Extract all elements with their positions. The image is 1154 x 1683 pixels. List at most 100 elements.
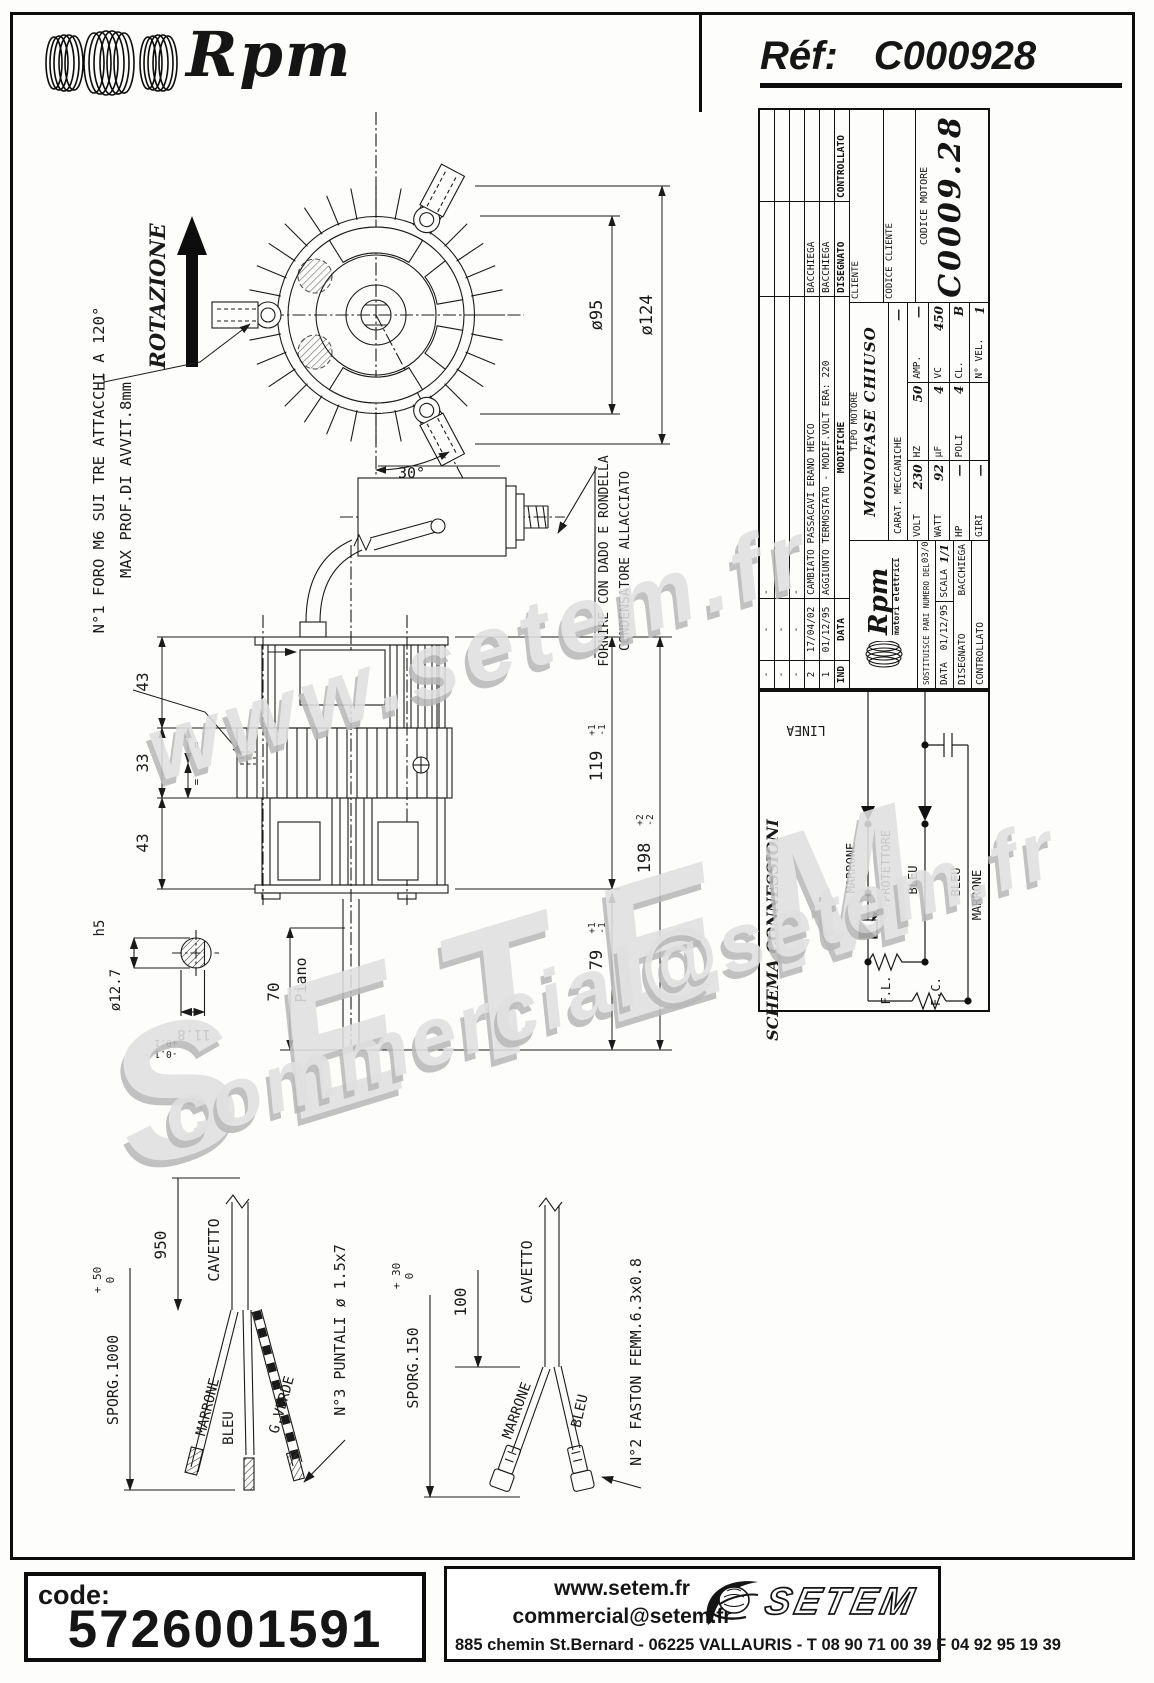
cable2-tol-z: 0 [403,1273,416,1280]
schema-marrone2: MARRONE [970,870,984,921]
dim-79: 79 [587,950,607,970]
tb-logo-cell: Rpm motori elettrici [850,541,919,688]
wiring-schema [858,692,972,1011]
tb-giri: GIRI— [970,460,991,540]
note-fornire: FORNIRE CON DADO E RONDELLA [597,455,612,666]
tb-codice-cliente: CODICE CLIENTE [884,110,916,302]
note-leaders [103,323,251,756]
schema-protettore: PROTETTORE [879,830,893,902]
cable1-tol-z: 0 [104,1277,117,1284]
cable1-cavetto: CAVETTO [205,1218,223,1281]
cable2-bleu: BLEU [569,1393,592,1429]
cable-drawing-left [124,1177,346,1491]
code-label: code: [38,1580,111,1610]
header-separator [699,12,702,112]
rpm-coil-logo-icon [45,30,178,96]
tb-cl: CL.B [949,302,971,382]
revision-row: - - - [760,110,775,688]
dim-119-tp: +1 [587,724,598,736]
schema-linea: LINEA [786,722,825,737]
reference-number: Réf: C000928 [760,34,1122,88]
tb-coil-icon [865,641,903,668]
tb-hp: HP— [949,460,971,540]
dim-eq1: = [190,741,203,748]
dim-118: 11.8 [177,1026,211,1042]
setem-swoosh-icon [706,1581,759,1625]
cable2-len100: 100 [451,1288,470,1317]
revision-row: 2 17/04/02 CAMBIATO PASSACAVI ERANO HEYC… [805,110,820,688]
ref-value: C000928 [873,34,1037,78]
tb-carat: CARAT. MECCANICHE— [889,303,909,540]
dim-eq2: = [190,778,203,785]
dim-119-tm: -1 [597,724,608,736]
footer-contact-box: www.setem.fr commercial@setem.fr SETEM 8… [444,1566,1061,1662]
schema-title: SCHEMA CONNESSIONI [763,819,782,1041]
shaft-detail [129,930,220,1017]
fan-front-view [211,112,524,492]
dim-198-tp: +2 [635,814,646,825]
cable1-note: N°3 PUNTALI ø 1.5x7 [331,1244,349,1416]
rotazione-label: ROTAZIONE [145,222,170,369]
cable2-sporg: SPORG.150 [404,1327,422,1408]
dim-198: 198 [635,843,655,874]
tb-cliente: CLIENTE [850,110,884,302]
footer-website-link[interactable]: www.setem.fr [554,1577,690,1600]
schema-marrone1: MARRONE [844,843,858,894]
rotation-arrow-icon [177,216,207,367]
tb-tipo-motore: TIPO MOTORE MONOFASE CHIUSO [850,303,890,540]
cable1-marrone: MARRONE [193,1376,223,1437]
code-box: code: 5726001591 [24,1572,426,1662]
note-foro-m6: N°1 FORO M6 SUI TRE ATTACCHI A 120° [90,307,108,634]
schema-fl: F.L. [879,976,893,1005]
footer-address: 885 chemin St.Bernard - 06225 VALLAURIS … [455,1636,1061,1654]
tb-amp: AMP.— [908,302,929,382]
setem-wordmark: SETEM [761,1580,921,1623]
setem-logo: SETEM [706,1580,922,1625]
brand-wordmark: Rpm [186,18,353,91]
tb-brand: Rpm [864,567,895,636]
cable-drawing-right [424,1197,642,1498]
cable2-marrone: MARRONE [500,1380,535,1441]
motor-side-view [236,545,590,1055]
cable1-bleu: BLEU [221,1411,237,1445]
cable2-tol-p: + 30 [390,1263,403,1290]
schema-bleu1: BLEU [906,866,920,895]
schema-bleu2: BLEU [949,868,963,897]
cable2-cavetto: CAVETTO [518,1240,536,1303]
dim-118-tp: +0.1 [154,1037,177,1048]
ref-label: Réf: [760,34,838,78]
dim-dia127: ø12.7 [108,969,124,1011]
label-piano: Piano [292,957,310,1002]
dim-33: 33 [133,753,152,772]
dim-dia95: ø95 [587,300,607,331]
dim-43a: 43 [133,672,152,691]
cable1-sporg: SPORG.1000 [104,1335,122,1425]
cable1-len950: 950 [151,1231,170,1260]
revision-row: 1 01/12/95 AGGIUNTO TERMOSTATO - MODIF.V… [820,110,835,688]
schema-fc: F.C. [929,977,943,1006]
side-view-dimensions [157,636,672,1051]
dim-43b: 43 [133,833,152,852]
tb-brand-sub: motori elettrici [892,557,902,636]
title-block: - - - - - - - - - 2 17/0 [758,108,991,690]
footer-email-link[interactable]: commercial@setem.fr [512,1605,732,1629]
revision-row: - - - [790,110,805,688]
revision-table: - - - - - - - - - 2 17/0 [760,110,850,688]
dim-h5: h5 [92,920,108,937]
tb-codice-motore: CODICE MOTORE C0009.28 [919,114,968,298]
cable2-note: N°2 FASTON FEMM.6.3x0.8 [627,1258,645,1466]
tb-nvel: N° VEL.1 [973,305,988,379]
cable1-tol-p: + 50 [91,1267,104,1294]
dim-dia124: ø124 [637,295,657,336]
note-condensatore: CONDENSATORE ALLACCIATO [618,471,633,651]
